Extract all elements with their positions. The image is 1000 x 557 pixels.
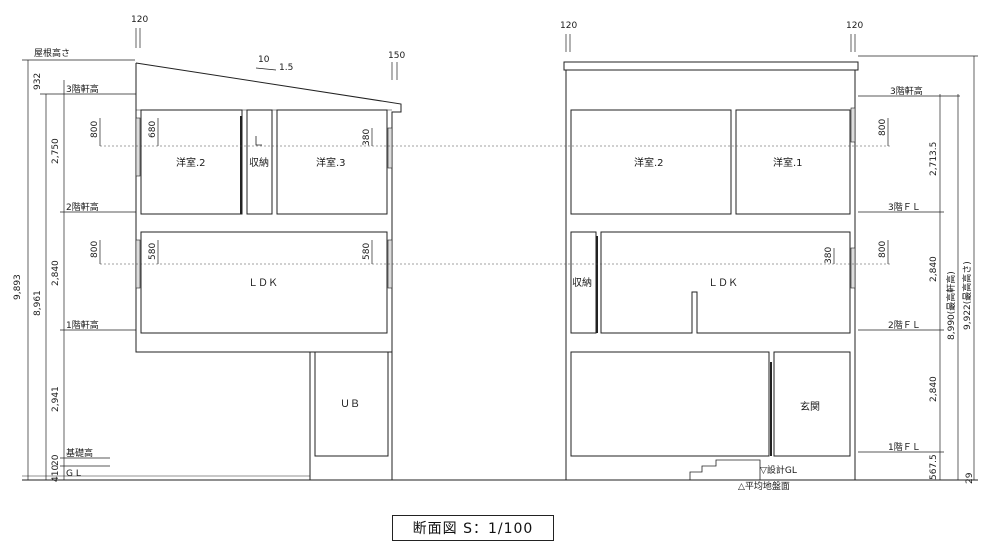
left-room-yo3	[276, 109, 388, 215]
right-room-yo2-label: 洋室.2	[634, 156, 664, 169]
right-dim-567: 567.5	[929, 454, 939, 480]
left-dim-932: 932	[33, 73, 43, 90]
slope-run-label: 10	[258, 55, 270, 65]
right-room-ldk	[600, 231, 851, 334]
right-dim-max-eave-label: 8,990(最高軒高)	[945, 271, 957, 340]
left-level-roof: 屋根高さ	[34, 47, 70, 59]
right-parapet	[563, 61, 859, 71]
top-mark-120c-label: 120	[846, 21, 863, 31]
left-dim-2750: 2,750	[51, 138, 61, 164]
right-level-2f-fl: 2階ＦＬ	[888, 320, 921, 331]
right-room-yo1	[735, 109, 851, 215]
right-level-3f-eave: 3階軒高	[890, 85, 923, 97]
right-room-storage-label: 収納	[572, 276, 592, 289]
drawing-title: 断面図 S：1/100	[392, 515, 554, 541]
left-dim-total-8961: 8,961	[33, 290, 43, 316]
left-w800-2f-label: 800	[90, 241, 100, 258]
left-room-ldk-label: ＬＤＫ	[248, 278, 278, 289]
right-level-1f-fl: 1階ＦＬ	[888, 442, 921, 453]
left-building-outline	[135, 62, 402, 480]
right-level-3f-fl: 3階ＦＬ	[888, 202, 921, 213]
right-room-entry-label: 玄関	[800, 400, 820, 413]
right-dim-max-height-label: 9,922(最高高さ)	[961, 261, 973, 330]
left-level-foundation: 基礎高	[66, 447, 93, 459]
right-room-ldk-label: ＬＤＫ	[708, 278, 738, 289]
left-w580b-label: 580	[362, 243, 372, 260]
right-room-yo2	[570, 109, 732, 215]
left-w800-3f-label: 800	[90, 121, 100, 138]
top-mark-150-label: 150	[388, 51, 405, 61]
right-level-avg-ground: △平均地盤面	[738, 480, 790, 492]
right-window-3f	[850, 107, 856, 143]
left-dim-2840: 2,840	[51, 260, 61, 286]
left-w580a-label: 580	[148, 243, 158, 260]
left-room-ub-label: ＵＢ	[340, 399, 360, 410]
left-room-storage-label: 収納	[249, 156, 269, 169]
left-level-3f-eave: 3階軒高	[66, 83, 99, 95]
left-w680-label: 680	[148, 121, 158, 138]
left-room-yo2-label: 洋室.2	[176, 156, 206, 169]
top-mark-120a-label: 120	[131, 15, 148, 25]
left-dim-20: 20	[51, 454, 61, 466]
left-w380-3f-label: 380	[362, 129, 372, 146]
left-storage-hook	[255, 136, 262, 146]
slope-rise-label: 1.5	[279, 63, 293, 73]
right-dim-29: 29	[965, 472, 975, 484]
left-window-3f-west	[135, 117, 141, 177]
left-dim-410: 410	[51, 465, 61, 482]
left-level-1f-eave: 1階軒高	[66, 319, 99, 331]
top-mark-120b-label: 120	[560, 21, 577, 31]
right-w800-3f-label: 800	[878, 119, 888, 136]
left-dim-total-9893: 9,893	[13, 274, 23, 300]
left-level-gl: G L	[66, 469, 81, 479]
right-room-yo1-label: 洋室.1	[773, 156, 803, 169]
right-dim-2840b: 2,840	[929, 376, 939, 402]
left-room-ub	[314, 351, 389, 457]
left-dim-2941: 2,941	[51, 386, 61, 412]
right-dim-2713: 2,713.5	[929, 142, 939, 176]
right-room-hall	[570, 351, 770, 457]
right-entry-steps	[689, 459, 761, 480]
right-room-entry	[773, 351, 851, 457]
left-room-ldk	[140, 231, 388, 334]
right-level-design-gl: ▽設計GL	[760, 464, 797, 476]
left-room-yo3-label: 洋室.3	[316, 156, 346, 169]
right-window-2f	[850, 247, 856, 289]
right-dim-2840a: 2,840	[929, 256, 939, 282]
right-w380-2f-label: 380	[824, 247, 834, 264]
left-room-storage	[246, 109, 273, 215]
left-window-3f-east	[387, 127, 393, 169]
right-w800-2f-label: 800	[878, 241, 888, 258]
slope-mark	[255, 67, 277, 71]
left-level-2f-eave: 2階軒高	[66, 201, 99, 213]
